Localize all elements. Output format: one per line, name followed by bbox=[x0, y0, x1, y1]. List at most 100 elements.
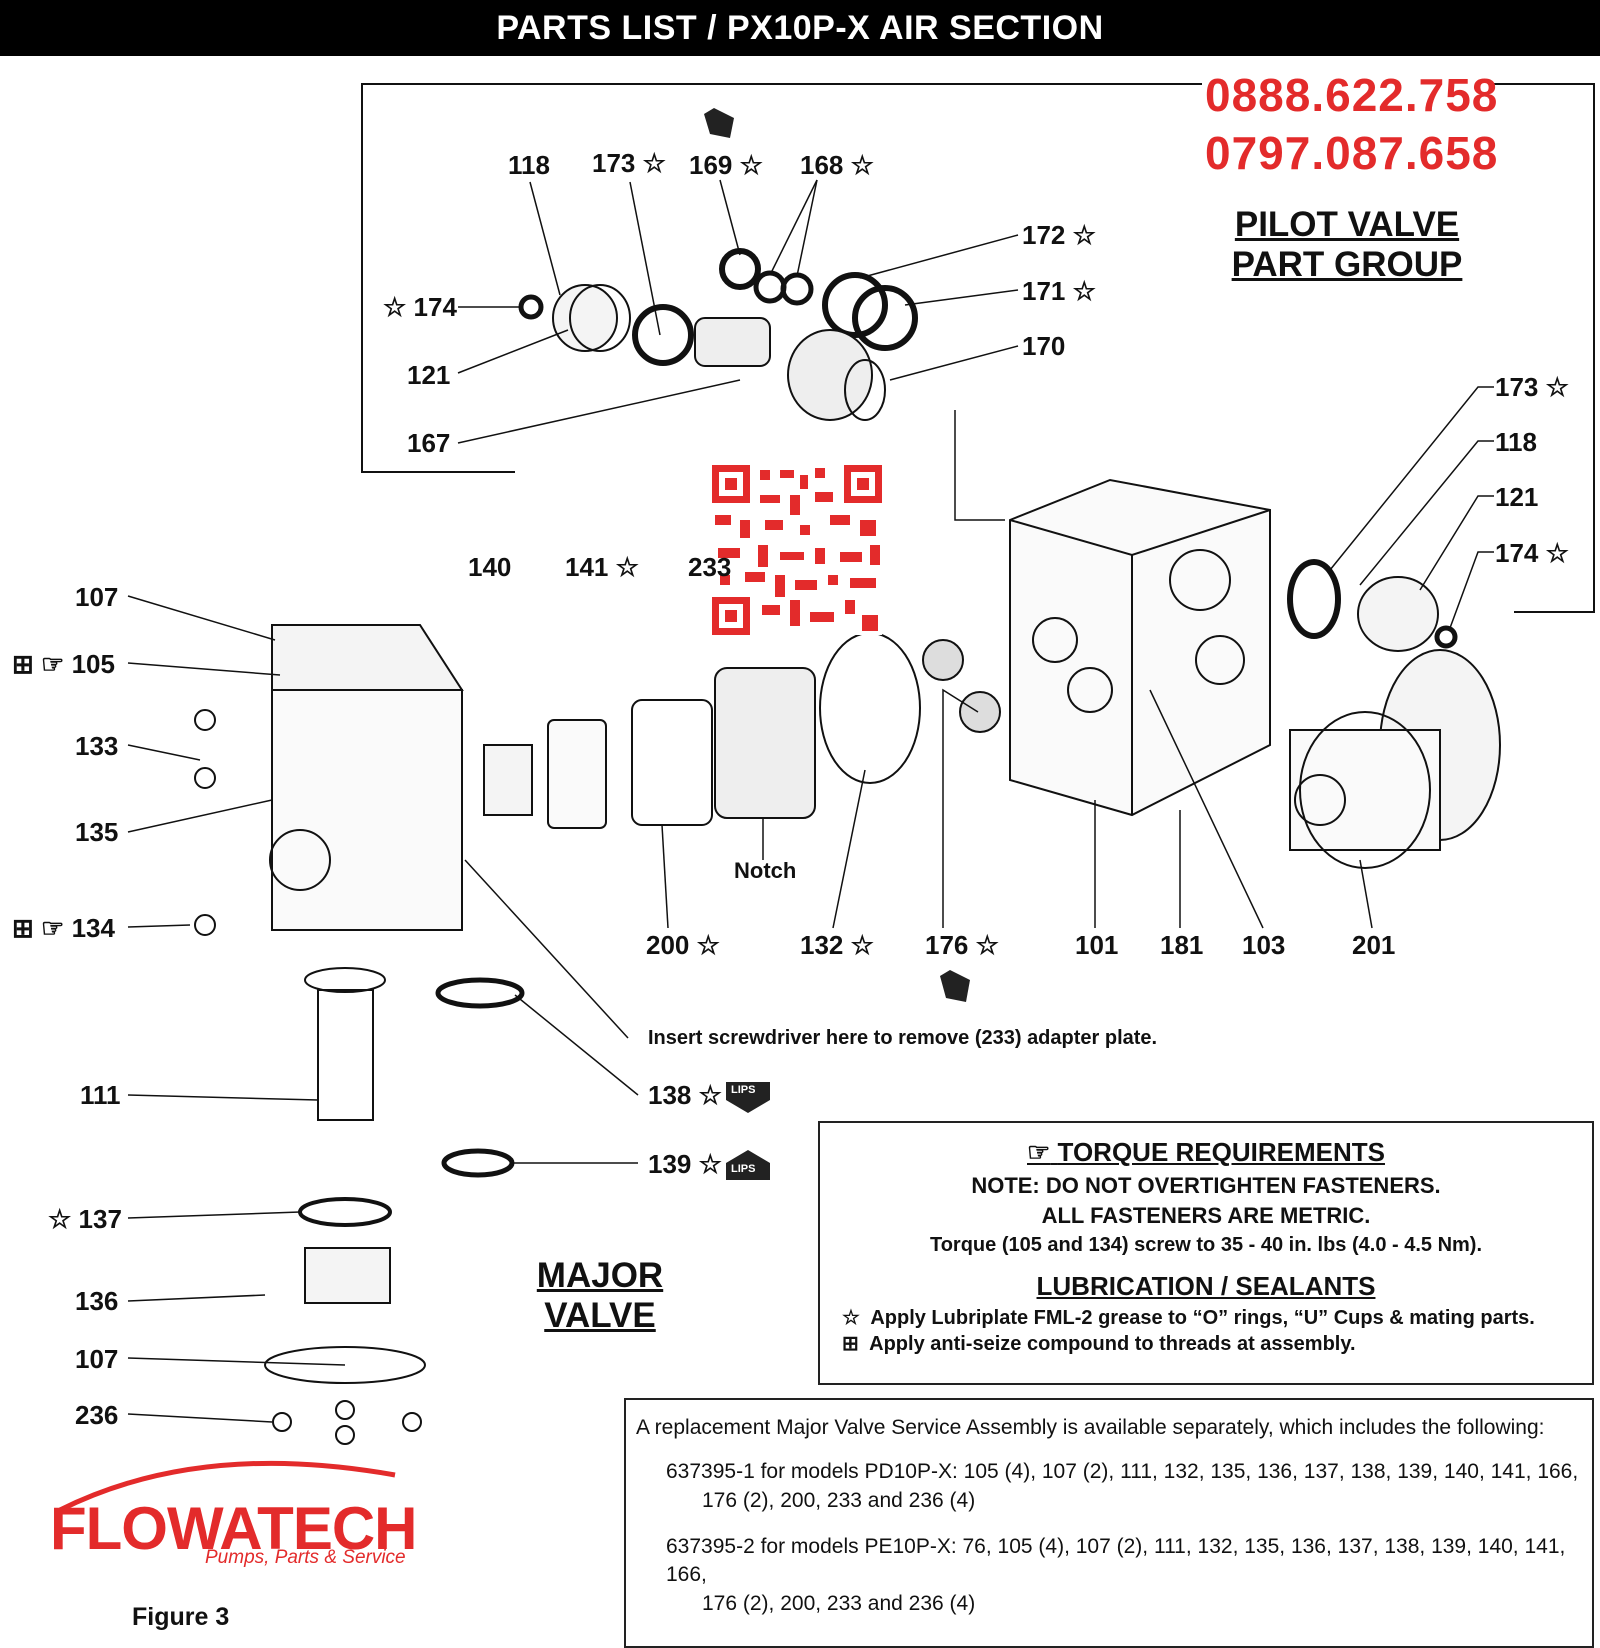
part-label-236: 236 bbox=[75, 1400, 119, 1430]
lips-icon-label-2: LIPS bbox=[731, 1163, 756, 1175]
part-label-132: 132 ☆ bbox=[800, 930, 874, 960]
major-valve-art bbox=[194, 624, 525, 1445]
flowatech-logo: FLOWATECH bbox=[50, 1495, 417, 1562]
part-label-118: 118 bbox=[508, 150, 550, 180]
part-label-141: 141 ☆ bbox=[565, 552, 639, 582]
lips-icon-label-1: LIPS bbox=[731, 1084, 756, 1096]
star-icon: ☆ bbox=[642, 148, 666, 178]
lubrication-title: LUBRICATION / SEALANTS bbox=[1036, 1271, 1376, 1302]
muffler-201-art bbox=[1289, 649, 1501, 869]
housing-101-art bbox=[1009, 478, 1271, 817]
grid-icon: ⊞ bbox=[842, 1333, 859, 1356]
part-label-201: 201 bbox=[1352, 930, 1396, 960]
part-label-107-top: 107 bbox=[75, 582, 119, 612]
star-icon: ☆ bbox=[696, 930, 720, 960]
flowatech-tagline: Pumps, Parts & Service bbox=[205, 1547, 406, 1568]
major-title-line1: MAJOR bbox=[536, 1256, 664, 1295]
star-icon: ☆ bbox=[850, 150, 874, 180]
screwdriver-note: Insert screwdriver here to remove (233) … bbox=[648, 1027, 1158, 1049]
finger-icon: ☞ bbox=[1027, 1137, 1051, 1167]
part-label-170: 170 bbox=[1022, 331, 1066, 361]
part-label-174-right: 174 ☆ bbox=[1495, 538, 1569, 568]
page-header: PARTS LIST / PX10P-X AIR SECTION bbox=[0, 0, 1600, 56]
part-label-136: 136 bbox=[75, 1286, 119, 1316]
star-icon: ☆ bbox=[698, 1149, 722, 1179]
part-label-135: 135 bbox=[75, 817, 119, 847]
star-icon: ☆ bbox=[1545, 372, 1569, 402]
lubrication-item-antiseize: ⊞ Apply anti-seize compound to threads a… bbox=[842, 1333, 1356, 1356]
torque-requirements-box: ☞ TORQUE REQUIREMENTS NOTE: DO NOT OVERT… bbox=[818, 1121, 1594, 1385]
part-label-176: 176 ☆ bbox=[925, 930, 999, 960]
finger-icon: ☞ bbox=[41, 913, 65, 943]
pilot-title-line2: PART GROUP bbox=[1231, 245, 1463, 285]
part-label-172: 172 ☆ bbox=[1022, 220, 1096, 250]
part-label-134: ⊞ ☞ 134 bbox=[12, 913, 115, 943]
notch-label: Notch bbox=[734, 858, 797, 883]
gasket-plates-art bbox=[483, 632, 1001, 829]
service-intro: A replacement Major Valve Service Assemb… bbox=[636, 1416, 1545, 1439]
star-icon: ☆ bbox=[1072, 220, 1096, 250]
service-item-1: 637395-1 for models PD10P-X: 105 (4), 10… bbox=[666, 1460, 1579, 1512]
major-title-line2: VALVE bbox=[544, 1296, 656, 1336]
part-label-103: 103 bbox=[1242, 930, 1286, 960]
star-icon: ☆ bbox=[842, 1307, 860, 1330]
part-label-168: 168 ☆ bbox=[800, 150, 874, 180]
part-label-233: 233 bbox=[688, 552, 732, 582]
star-icon: ☆ bbox=[698, 1080, 722, 1110]
part-label-138: 138 ☆ bbox=[648, 1080, 722, 1110]
finger-icon: ☞ bbox=[41, 649, 65, 679]
major-valve-group-title: MAJOR VALVE bbox=[520, 1256, 680, 1337]
warning-diamond-icons bbox=[704, 108, 970, 1002]
grid-icon: ⊞ bbox=[12, 913, 34, 943]
part-label-200: 200 ☆ bbox=[646, 930, 720, 960]
pilot-valve-art bbox=[518, 248, 918, 421]
part-label-171: 171 ☆ bbox=[1022, 276, 1096, 306]
part-label-101: 101 bbox=[1075, 930, 1119, 960]
page-title: PARTS LIST / PX10P-X AIR SECTION bbox=[496, 8, 1104, 47]
phone-number-2: 0797.087.658 bbox=[1205, 127, 1499, 179]
star-icon: ☆ bbox=[383, 292, 407, 322]
service-item-2: 637395-2 for models PE10P-X: 76, 105 (4)… bbox=[666, 1535, 1566, 1615]
leader-lines bbox=[127, 179, 1494, 1423]
part-label-173-right: 173 ☆ bbox=[1495, 372, 1569, 402]
part-label-107-bottom: 107 bbox=[75, 1344, 119, 1374]
part-label-169: 169 ☆ bbox=[689, 150, 763, 180]
star-icon: ☆ bbox=[739, 150, 763, 180]
service-assembly-box: A replacement Major Valve Service Assemb… bbox=[624, 1398, 1594, 1648]
part-label-140: 140 bbox=[468, 552, 512, 582]
star-icon: ☆ bbox=[48, 1204, 72, 1234]
part-label-139: 139 ☆ bbox=[648, 1149, 722, 1179]
pilot-title-line1: PILOT VALVE bbox=[1234, 205, 1460, 244]
part-label-174: ☆ 174 bbox=[383, 292, 457, 322]
torque-note-1: NOTE: DO NOT OVERTIGHTEN FASTENERS. bbox=[971, 1172, 1441, 1198]
grid-icon: ⊞ bbox=[12, 649, 34, 679]
part-label-121-right: 121 bbox=[1495, 482, 1539, 512]
part-label-105: ⊞ ☞ 105 bbox=[12, 649, 115, 679]
star-icon: ☆ bbox=[615, 552, 639, 582]
part-label-137: ☆ 137 bbox=[48, 1204, 122, 1234]
part-label-118-right: 118 bbox=[1495, 427, 1537, 457]
pilot-valve-group-title: PILOT VALVE PART GROUP bbox=[1212, 205, 1482, 286]
torque-note-2: ALL FASTENERS ARE METRIC. bbox=[1041, 1203, 1371, 1229]
part-label-167: 167 bbox=[407, 428, 451, 458]
qr-code-icon bbox=[712, 465, 882, 635]
pilot-group-frame bbox=[361, 83, 1202, 473]
part-label-133: 133 bbox=[75, 731, 119, 761]
right-endcap-art bbox=[1287, 559, 1458, 652]
logo-swoosh bbox=[58, 1460, 396, 1513]
pilot-group-frame-right bbox=[1494, 83, 1595, 613]
part-label-111: 111 bbox=[80, 1080, 121, 1110]
torque-spec: Torque (105 and 134) screw to 35 - 40 in… bbox=[929, 1233, 1483, 1256]
phone-number-1: 0888.622.758 bbox=[1205, 69, 1499, 121]
part-label-181: 181 bbox=[1160, 930, 1204, 960]
star-icon: ☆ bbox=[850, 930, 874, 960]
star-icon: ☆ bbox=[975, 930, 999, 960]
part-label-121: 121 bbox=[407, 360, 451, 390]
lubrication-item-grease: ☆ Apply Lubriplate FML-2 grease to “O” r… bbox=[842, 1307, 1535, 1330]
torque-title: ☞ TORQUE REQUIREMENTS bbox=[1027, 1137, 1385, 1167]
star-icon: ☆ bbox=[1545, 538, 1569, 568]
lips-icons bbox=[726, 1082, 770, 1180]
star-icon: ☆ bbox=[1072, 276, 1096, 306]
figure-caption: Figure 3 bbox=[132, 1603, 230, 1631]
